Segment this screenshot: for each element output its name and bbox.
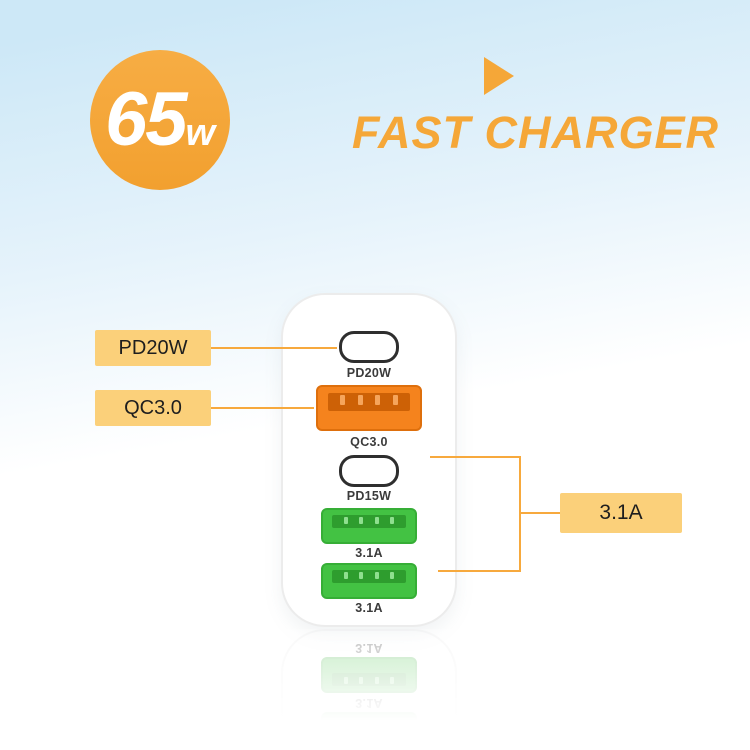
usb-pin <box>374 572 379 579</box>
bracket-line-middle <box>521 512 560 514</box>
usb-pin <box>340 395 346 405</box>
usb-pin <box>359 517 364 524</box>
charger-device: PD20W QC3.0 PD15W 3.1A 3.1A <box>281 293 457 627</box>
callout-31a: 3.1A <box>560 493 682 533</box>
bracket-line-bottom <box>438 570 521 572</box>
usb-pin <box>390 517 395 524</box>
usb-pin <box>375 395 381 405</box>
callout-qc30-label: QC3.0 <box>124 396 182 419</box>
bracket-line-vertical <box>519 456 521 572</box>
power-unit: w <box>185 112 216 154</box>
usb-a-contacts <box>328 393 410 411</box>
usb-a-port-31a-2 <box>321 563 417 599</box>
usb-pin <box>343 572 348 579</box>
callout-line-pd20w <box>211 347 337 349</box>
port-label-31a-1: 3.1A <box>355 546 383 560</box>
callout-qc30: QC3.0 <box>95 390 211 426</box>
port-label-pd20w: PD20W <box>346 366 392 380</box>
callout-31a-label: 3.1A <box>599 501 643 524</box>
usb-a-port-qc30 <box>316 385 422 431</box>
usb-a-contacts <box>332 515 406 528</box>
usb-pin <box>392 395 398 405</box>
callout-pd20w: PD20W <box>95 330 211 366</box>
usb-c-port-pd20w <box>339 331 399 363</box>
usb-pin <box>359 572 364 579</box>
headline-title: FAST CHARGER <box>352 107 720 158</box>
port-label-31a-2: 3.1A <box>355 601 383 615</box>
usb-pin <box>390 572 395 579</box>
usb-a-port-31a-1 <box>321 508 417 544</box>
usb-pin <box>357 395 363 405</box>
usb-pin <box>374 517 379 524</box>
reflection-fade-overlay <box>277 629 461 746</box>
play-triangle-icon <box>484 57 514 95</box>
usb-a-contacts <box>332 570 406 583</box>
usb-c-port-pd15w <box>339 455 399 487</box>
power-value: 65 <box>104 77 188 162</box>
power-badge: 65w <box>90 50 230 190</box>
bracket-line-top <box>430 456 521 458</box>
callout-pd20w-label: PD20W <box>118 336 188 359</box>
port-label-qc30: QC3.0 <box>350 435 388 449</box>
callout-line-qc30 <box>211 407 314 409</box>
usb-pin <box>343 517 348 524</box>
port-label-pd15w: PD15W <box>346 489 392 503</box>
